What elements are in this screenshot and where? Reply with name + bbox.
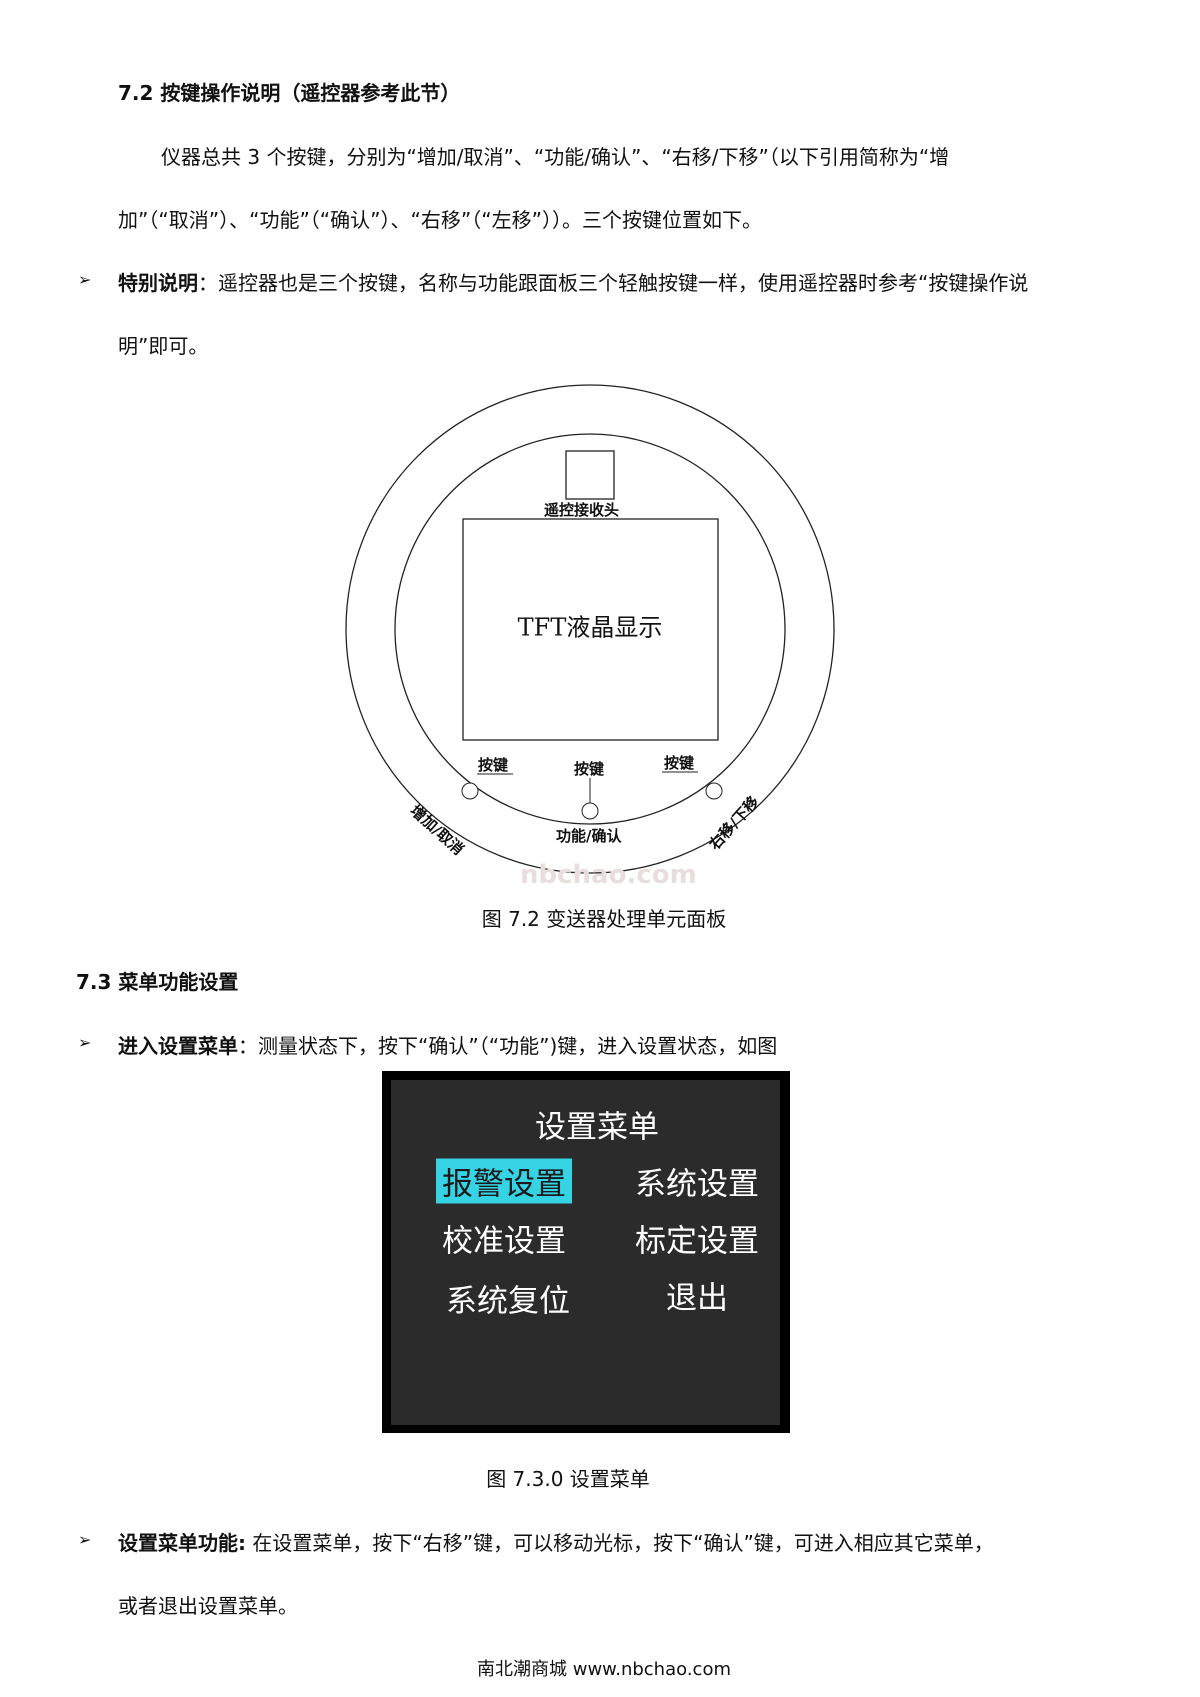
bullet-arrow-icon: ➢ [78,1530,92,1549]
bullet-arrow-icon: ➢ [78,1033,92,1052]
menu-item-exit[interactable]: 退出 [666,1280,728,1317]
func-label: 设置菜单功能: [118,1531,246,1555]
right-key-label: 按键 [664,754,695,772]
center-key-label: 按键 [574,760,605,778]
paragraph-line: 加”（“取消”）、“功能”（“确认”）、“右移”（“左移”））。三个按键位置如下… [118,208,762,232]
receiver-box [565,450,615,500]
special-note: 特别说明：遥控器也是三个按键，名称与功能跟面板三个轻触按键一样，使用遥控器时参考… [118,267,1028,296]
enter-text: ：测量状态下，按下“确认”（“功能”)键，进入设置状态，如图 [238,1034,778,1058]
figure-caption-7-2: 图 7.2 变送器处理单元面板 [481,907,727,931]
left-key-label: 按键 [478,756,509,774]
func-continuation: 或者退出设置菜单。 [118,1594,298,1618]
note-continuation: 明”即可。 [118,334,209,358]
inner-ring [394,433,786,825]
right-key-button [705,782,723,800]
watermark-logo: nbchao.com [520,860,697,890]
note-text: ：遥控器也是三个按键，名称与功能跟面板三个轻触按键一样，使用遥控器时参考“按键操… [198,271,1029,295]
display-label: TFT液晶显示 [517,613,663,642]
page-footer: 南北潮商城 www.nbchao.com [477,1659,731,1680]
menu-item-system-reset[interactable]: 系统复位 [446,1283,570,1320]
section-heading-7-3: 7.3 菜单功能设置 [76,970,239,994]
bullet-arrow-icon: ➢ [78,270,92,289]
receiver-label: 遥控接收头 [544,501,620,519]
enter-menu-note: 进入设置菜单：测量状态下，按下“确认”（“功能”)键，进入设置状态，如图 [118,1030,777,1059]
center-key-name: 功能/确认 [556,827,622,845]
func-text: 在设置菜单，按下“右移”键，可以移动光标，按下“确认”键，可进入相应其它菜单， [246,1531,994,1555]
note-label: 特别说明 [118,271,198,295]
settings-menu-screen: 设置菜单 报警设置 系统设置 校准设置 标定设置 系统复位 退出 [382,1071,790,1433]
menu-item-demarcation-settings[interactable]: 标定设置 [635,1223,759,1260]
enter-label: 进入设置菜单 [118,1034,238,1058]
menu-item-alarm-settings[interactable]: 报警设置 [436,1158,572,1204]
display-box [462,518,719,741]
paragraph-line: 仪器总共 3 个按键，分别为“增加/取消”、“功能/确认”、“右移/下移”（以下… [161,145,950,169]
menu-title: 设置菜单 [535,1109,659,1146]
left-key-button [461,782,479,800]
menu-function-note: 设置菜单功能: 在设置菜单，按下“右移”键，可以移动光标，按下“确认”键，可进入… [118,1527,994,1556]
center-key-button [581,802,599,820]
menu-item-system-settings[interactable]: 系统设置 [635,1166,759,1203]
section-heading-7-2: 7.2 按键操作说明（遥控器参考此节） [118,81,461,105]
outer-ring [345,384,835,874]
panel-diagram: 遥控接收头 TFT液晶显示 按键 按键 按键 增加/取消 功能/确认 右移/下移… [330,370,870,930]
figure-caption-7-3-0: 图 7.3.0 设置菜单 [486,1467,650,1491]
menu-item-calibration-settings[interactable]: 校准设置 [442,1223,566,1260]
